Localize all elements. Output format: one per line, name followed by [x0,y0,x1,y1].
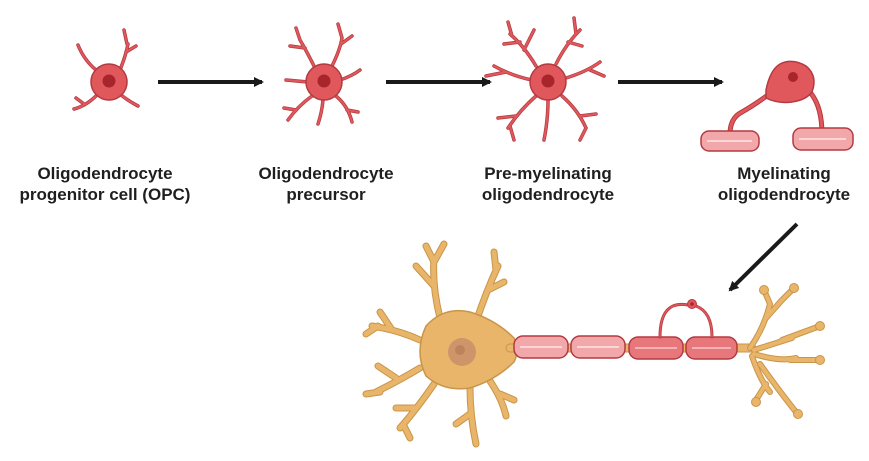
precursor-cell-icon [282,22,362,126]
arrow-icon [728,222,799,292]
neuron-icon [362,240,825,448]
stage-label-line1: Oligodendrocyte [37,164,173,183]
pre-myelinating-cell-icon [484,16,606,142]
myelin-sheaths [513,335,738,360]
stage-label-line1: Pre-myelinating [484,164,612,183]
myelinating-cell-icon [700,60,854,152]
stage-label-myelinating: Myelinating oligodendrocyte [674,163,869,205]
stage-label-line2: progenitor cell (OPC) [19,185,191,204]
opc-cell-icon [72,28,140,111]
stage-label-opc: Oligodendrocyte progenitor cell (OPC) [0,163,215,205]
stage-label-line2: oligodendrocyte [717,185,851,204]
stage-label-line2: oligodendrocyte [481,185,615,204]
small-oligodendrocyte-icon [658,299,714,339]
stage-arrows [158,77,799,292]
stage-label-line1: Myelinating [737,164,831,183]
stage-label-pre-myelinating: Pre-myelinating oligodendrocyte [438,163,658,205]
stage-label-precursor: Oligodendrocyte precursor [216,163,436,205]
stage-label-line2: precursor [286,185,366,204]
stage-label-line1: Oligodendrocyte [258,164,394,183]
